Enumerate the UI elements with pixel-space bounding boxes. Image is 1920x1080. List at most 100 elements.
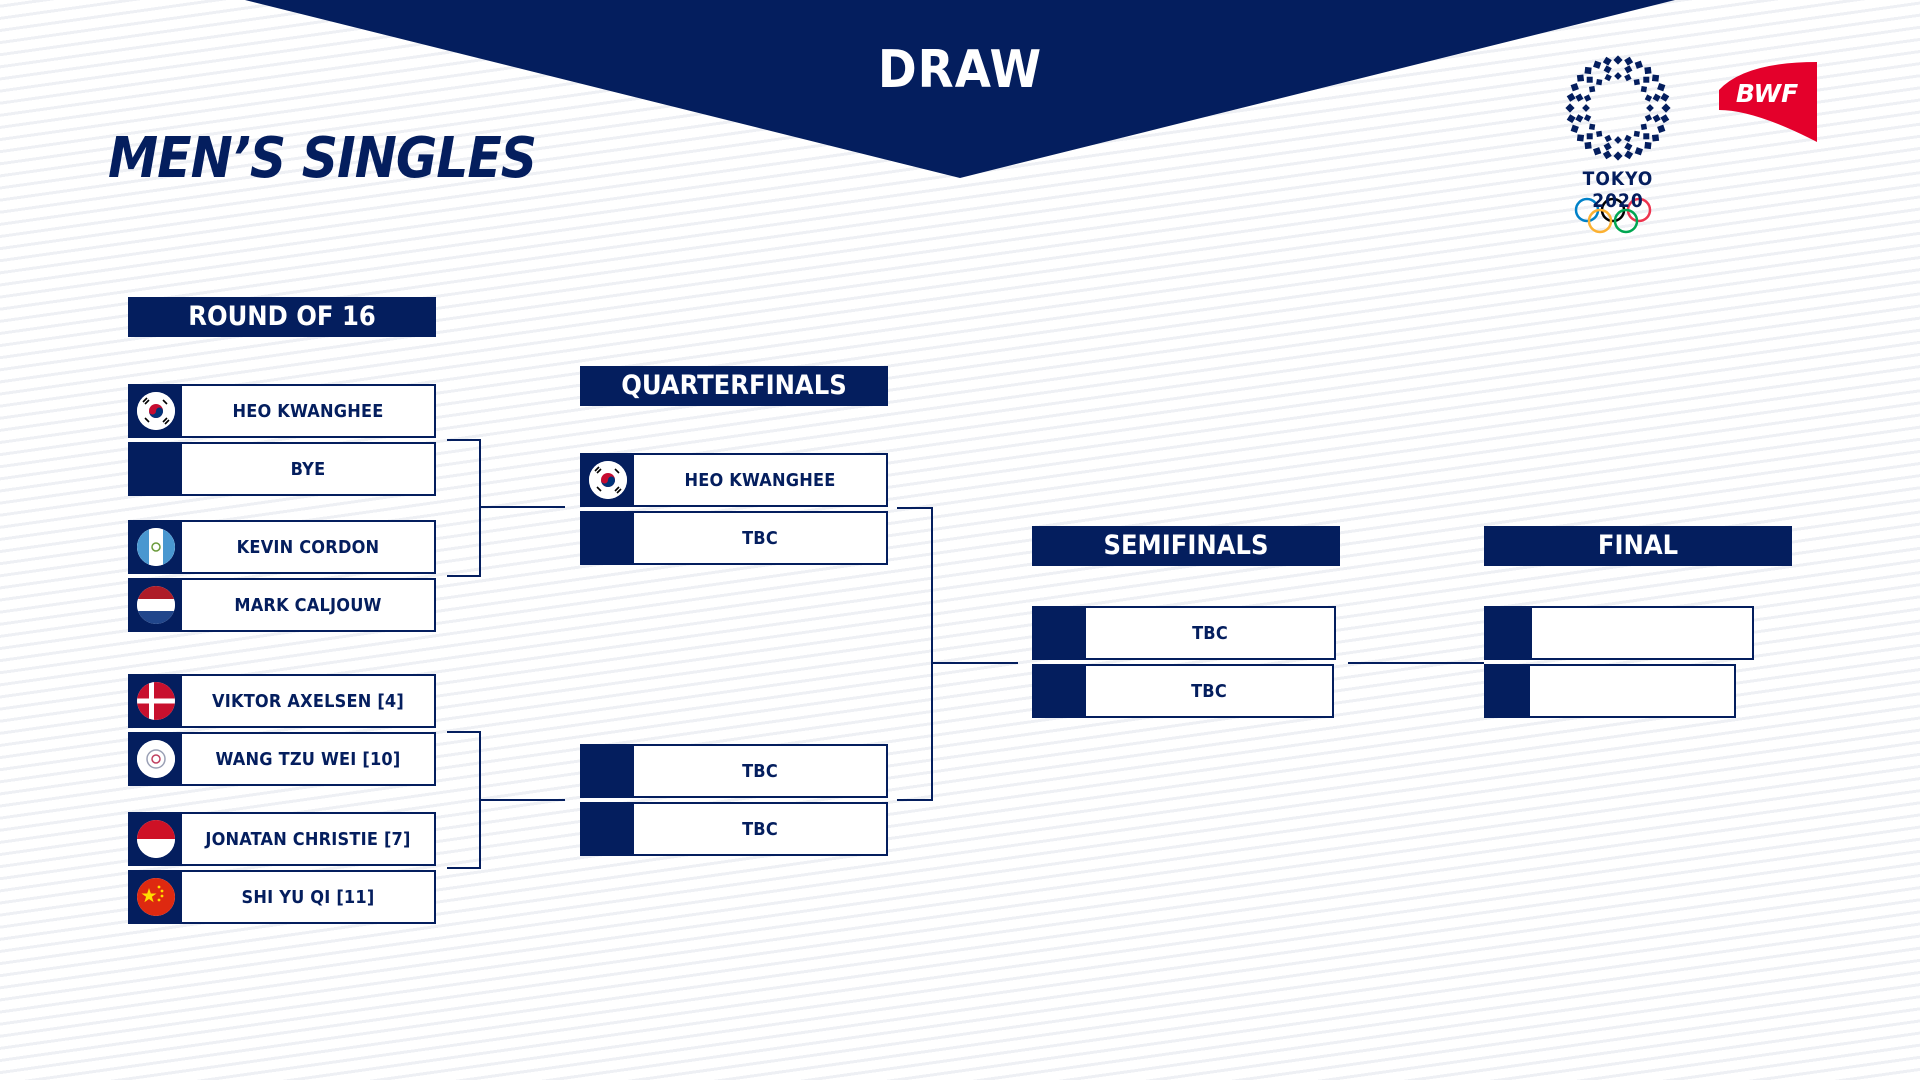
emblem-check — [1651, 134, 1660, 142]
emblem-check — [1652, 93, 1661, 102]
denmark-flag-icon — [137, 682, 175, 720]
emblem-check — [1657, 124, 1666, 133]
emblem-check — [1660, 92, 1670, 102]
indonesia-flag-icon — [137, 820, 175, 858]
sf-slot-1[interactable]: TBC — [1032, 606, 1336, 660]
sf-slot-2[interactable]: TBC — [1032, 664, 1334, 718]
emblem-check — [1624, 142, 1633, 151]
tokyo-2020-label: TOKYO 2020 — [1582, 168, 1654, 212]
emblem-check — [1593, 147, 1602, 156]
final-slot-1[interactable] — [1484, 606, 1754, 660]
netherlands-flag-icon — [137, 586, 175, 624]
r16-slot-5[interactable]: VIKTOR AXELSEN [4] — [128, 674, 436, 728]
emblem-check — [1624, 65, 1633, 74]
emblem-check — [1644, 114, 1653, 122]
round-of-16-header: ROUND OF 16 — [128, 297, 436, 337]
player-name: TBC — [742, 760, 778, 782]
qf-slot-2[interactable]: TBC — [580, 511, 888, 565]
emblem-check — [1588, 86, 1596, 93]
emblem-check — [1657, 83, 1666, 92]
emblem-check — [1644, 94, 1653, 102]
guatemala-flag-icon — [137, 528, 175, 566]
player-name: BYE — [290, 458, 326, 480]
r16-slot-8[interactable]: SHI YU QI [11] — [128, 870, 436, 924]
emblem-check — [1644, 141, 1652, 150]
emblem-check — [1661, 103, 1671, 113]
korea-flag-icon — [137, 392, 175, 430]
chinese-taipei-flag-icon — [137, 740, 175, 778]
olympic-rings-icon — [1574, 197, 1652, 234]
emblem-check — [1602, 56, 1612, 66]
emblem-check — [1634, 60, 1643, 69]
emblem-check — [1593, 60, 1602, 69]
emblem-check — [1651, 74, 1660, 82]
emblem-check — [1588, 123, 1596, 130]
emblem-check — [1643, 76, 1650, 83]
emblem-check — [1613, 151, 1623, 161]
emblem-check — [1604, 134, 1612, 143]
player-name: TBC — [1192, 622, 1228, 644]
china-flag-icon — [137, 878, 175, 916]
emblem-check — [1604, 73, 1612, 82]
page-title: DRAW — [877, 40, 1043, 100]
emblem-check — [1583, 114, 1592, 122]
emblem-check — [1576, 134, 1585, 142]
semifinals-header: SEMIFINALS — [1032, 526, 1340, 566]
emblem-check — [1603, 142, 1612, 151]
emblem-check — [1584, 66, 1592, 75]
logo-area: BWF — [1555, 50, 1825, 250]
emblem-check — [1624, 134, 1632, 143]
emblem-check — [1603, 65, 1612, 74]
header-banner — [245, 0, 1675, 178]
r16-slot-3[interactable]: KEVIN CORDON — [128, 520, 436, 574]
emblem-check — [1583, 94, 1592, 102]
emblem-check — [1624, 56, 1634, 66]
emblem-check — [1633, 130, 1640, 138]
emblem-check — [1566, 92, 1576, 102]
emblem-check — [1652, 114, 1661, 123]
emblem-check — [1586, 76, 1593, 83]
final-slot-2[interactable] — [1484, 664, 1736, 718]
emblem-check — [1613, 55, 1623, 65]
emblem-check — [1570, 124, 1579, 133]
final-header: FINAL — [1484, 526, 1792, 566]
qf-slot-3[interactable]: TBC — [580, 744, 888, 798]
emblem-check — [1575, 114, 1584, 123]
emblem-check — [1624, 73, 1632, 82]
qf-slot-4[interactable]: TBC — [580, 802, 888, 856]
emblem-check — [1566, 114, 1576, 124]
emblem-check — [1640, 123, 1648, 130]
emblem-check — [1624, 150, 1634, 160]
r16-slot-4[interactable]: MARK CALJOUW — [128, 578, 436, 632]
emblem-check — [1575, 93, 1584, 102]
player-name: TBC — [742, 527, 778, 549]
player-name: JONATAN CHRISTIE [7] — [205, 828, 411, 850]
emblem-check — [1643, 133, 1650, 140]
emblem-check — [1602, 150, 1612, 160]
player-name: TBC — [742, 818, 778, 840]
player-name: HEO KWANGHEE — [684, 469, 836, 491]
r16-slot-1[interactable]: HEO KWANGHEE — [128, 384, 436, 438]
player-name: HEO KWANGHEE — [232, 400, 384, 422]
player-name: WANG TZU WEI [10] — [215, 748, 401, 770]
player-name: VIKTOR AXELSEN [4] — [211, 690, 404, 712]
qf-slot-1[interactable]: HEO KWANGHEE — [580, 453, 888, 507]
emblem-check — [1584, 141, 1592, 150]
r16-slot-7[interactable]: JONATAN CHRISTIE [7] — [128, 812, 436, 866]
r16-slot-2[interactable]: BYE — [128, 442, 436, 496]
bwf-logo-icon: BWF — [1719, 62, 1817, 142]
tokyo-2020-emblem-icon — [1565, 55, 1671, 161]
emblem-check — [1660, 114, 1670, 124]
emblem-check — [1570, 83, 1579, 92]
r16-slot-6[interactable]: WANG TZU WEI [10] — [128, 732, 436, 786]
emblem-check — [1596, 130, 1603, 138]
emblem-check — [1633, 78, 1640, 86]
emblem-check — [1596, 78, 1603, 86]
emblem-check — [1644, 66, 1652, 75]
korea-flag-icon — [589, 461, 627, 499]
emblem-check — [1634, 147, 1643, 156]
quarterfinals-header: QUARTERFINALS — [580, 366, 888, 406]
player-name: SHI YU QI [11] — [241, 886, 375, 908]
player-name — [1530, 666, 1734, 716]
